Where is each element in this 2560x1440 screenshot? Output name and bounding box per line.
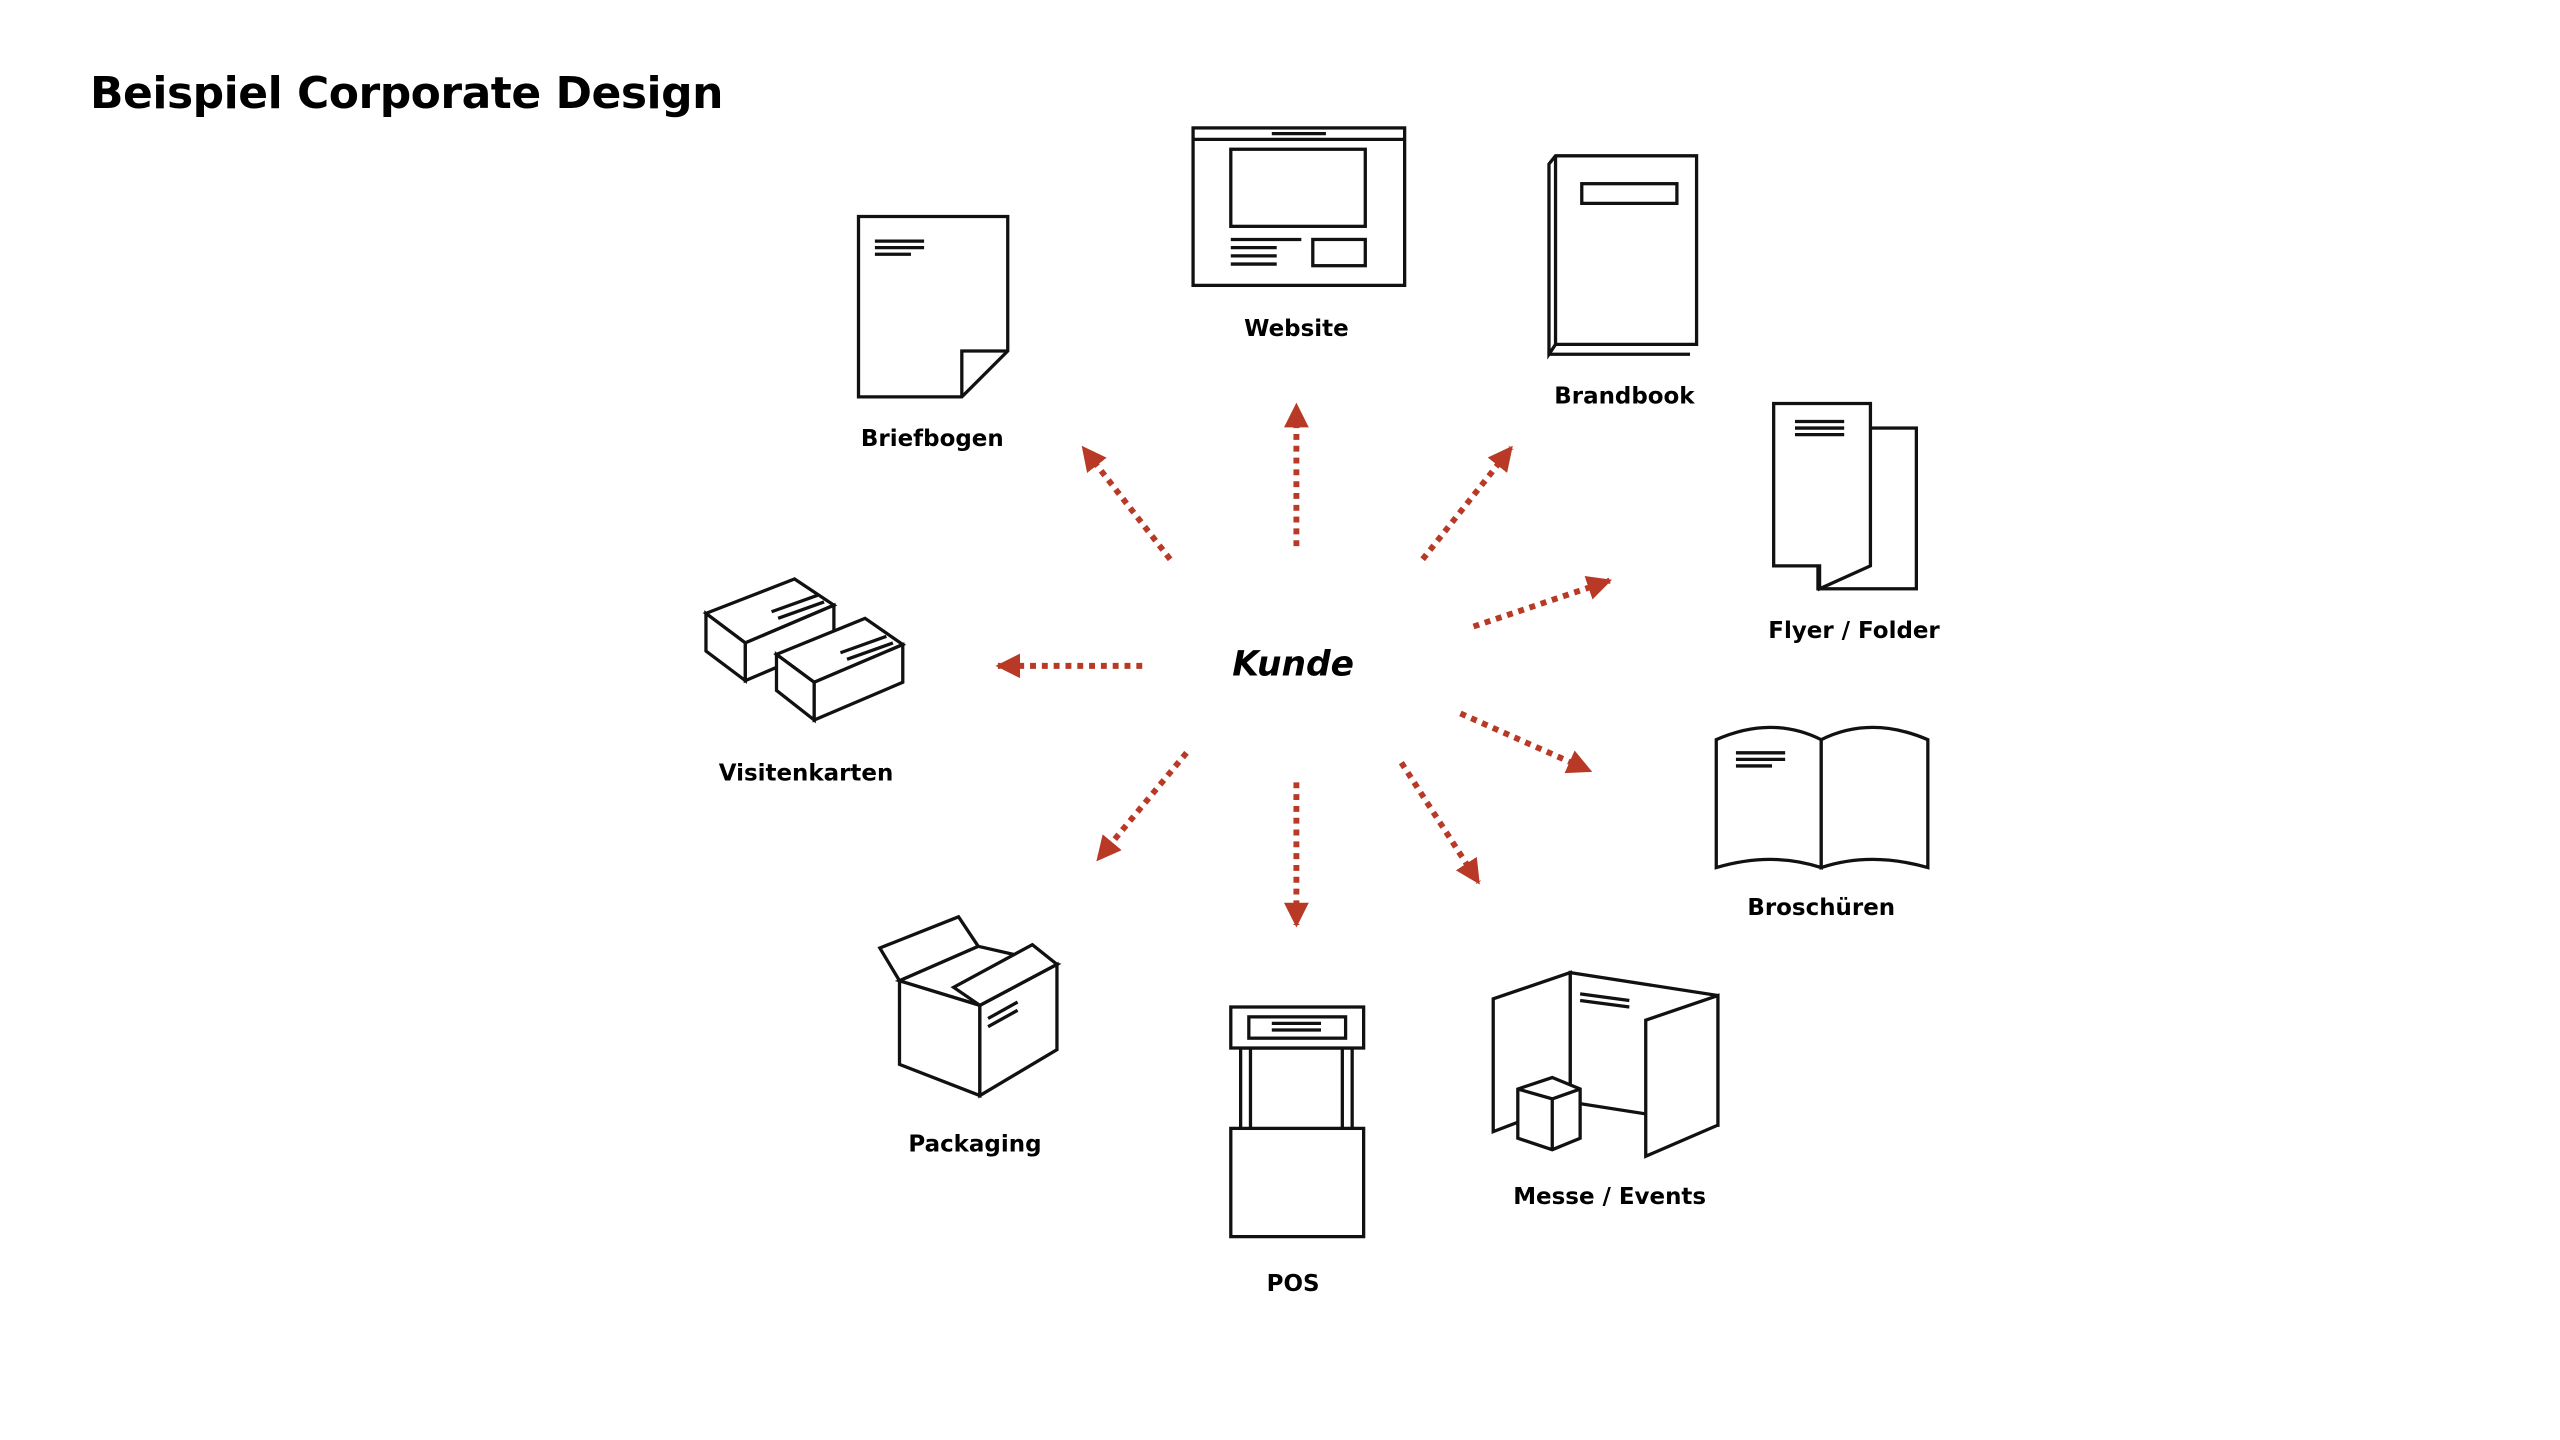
arrow-to-packaging — [1095, 750, 1189, 862]
item-label-briefbogen: Briefbogen — [861, 426, 1004, 452]
item-label-messe: Messe / Events — [1513, 1184, 1706, 1210]
item-label-brandbook: Brandbook — [1554, 383, 1695, 409]
page-title: Beispiel Corporate Design — [90, 68, 723, 119]
booth-icon — [1491, 970, 1720, 1159]
brochure-icon — [1714, 725, 1930, 870]
arrow-to-messe — [1398, 761, 1481, 885]
business-cards-icon — [702, 577, 907, 724]
arrow-to-brandbook — [1420, 445, 1514, 562]
letterhead-icon — [856, 214, 1010, 399]
arrow-to-briefbogen — [1080, 445, 1173, 562]
flyer-icon — [1772, 401, 1918, 592]
book-icon — [1547, 154, 1699, 360]
pos-display-icon — [1229, 1005, 1366, 1239]
item-label-broschueren: Broschüren — [1747, 895, 1895, 921]
arrow-to-broschueren — [1459, 710, 1593, 774]
arrows — [995, 402, 1613, 928]
center-label: Kunde — [1232, 645, 1354, 685]
item-label-pos: POS — [1267, 1271, 1320, 1297]
item-label-visitenkarten: Visitenkarten — [719, 761, 894, 787]
website-icon — [1191, 126, 1407, 288]
item-label-website: Website — [1244, 316, 1349, 342]
item-label-flyer: Flyer / Folder — [1768, 618, 1940, 644]
arrow-to-flyer — [1472, 575, 1613, 630]
item-label-packaging: Packaging — [908, 1131, 1041, 1157]
box-icon — [877, 914, 1062, 1099]
